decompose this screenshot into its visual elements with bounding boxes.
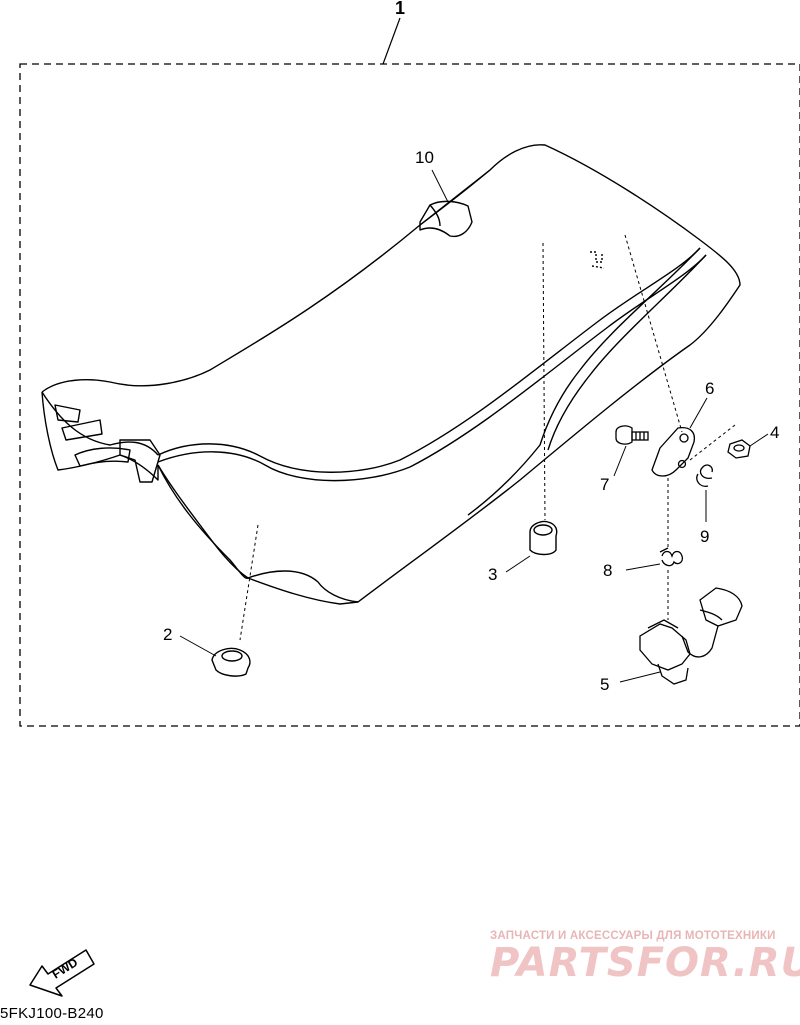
callout-7: 7: [600, 475, 609, 494]
diagram-code: 5FKJ100-B240: [0, 1005, 104, 1022]
callout-10: 10: [415, 148, 434, 167]
leader-8: [625, 563, 661, 571]
leader-3: [505, 555, 531, 573]
callout-8: 8: [603, 561, 612, 580]
leader-6: [689, 397, 708, 429]
watermark-tagline: ЗАПЧАСТИ И АКСЕССУАРЫ ДЛЯ МОТОТЕХНИКИ: [490, 930, 776, 942]
circlip-9: [696, 464, 713, 487]
bolt-7: [615, 425, 649, 445]
bracket-6: [651, 426, 696, 477]
damper-3: [529, 520, 558, 556]
fwd-arrow-icon: FWD: [29, 949, 95, 997]
assembly-lines: [239, 234, 736, 641]
leader-1: [382, 17, 401, 65]
callout-3: 3: [488, 565, 497, 584]
callout-4: 4: [770, 423, 779, 442]
leader-4: [749, 433, 769, 447]
leader-5: [619, 671, 661, 683]
callout-6: 6: [705, 379, 714, 398]
watermark-logo: PARTSFOR.RU: [490, 940, 800, 986]
lock-5: [639, 587, 743, 685]
leader-7: [613, 445, 627, 477]
damper-2: [211, 647, 251, 677]
callout-1: 1: [395, 0, 405, 18]
leader-2: [179, 635, 217, 657]
assembly-frame: [19, 63, 800, 727]
callout-5: 5: [600, 675, 609, 694]
fwd-label: FWD: [50, 955, 81, 982]
callout-9: 9: [700, 527, 709, 546]
nut-4: [727, 439, 751, 459]
seat: [41, 144, 741, 605]
spring-8: [659, 547, 684, 567]
callout-2: 2: [163, 625, 172, 644]
leader-10: [431, 169, 449, 203]
